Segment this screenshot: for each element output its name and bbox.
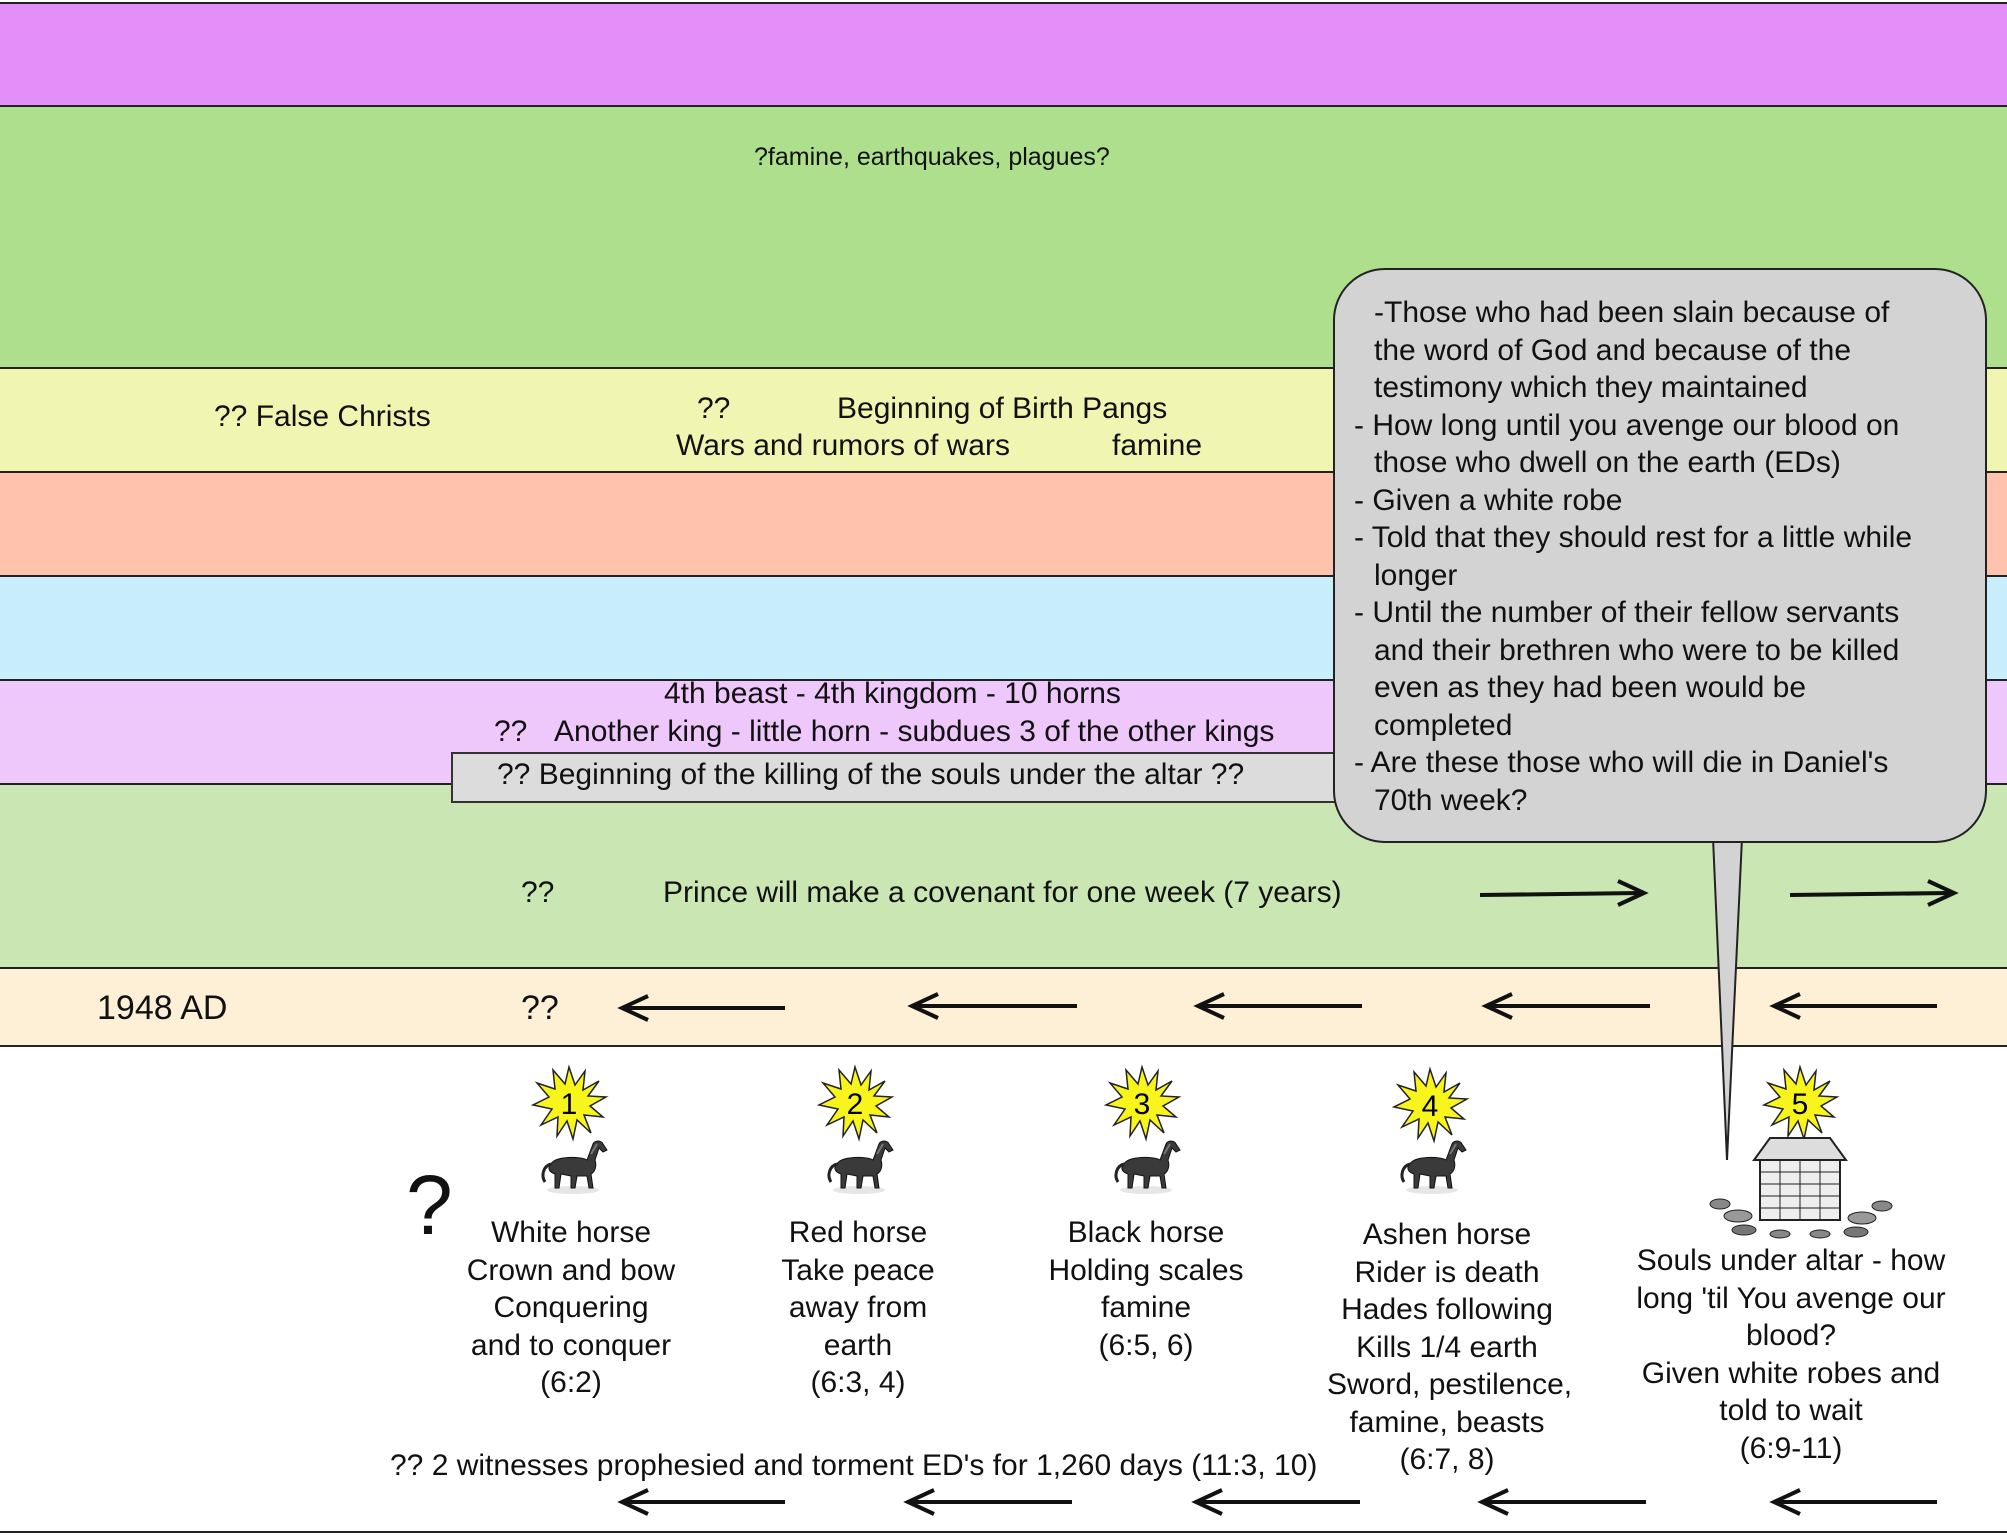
- band-1: [0, 2, 2007, 107]
- seal-4-label: Ashen horse Rider is death Hades followi…: [1327, 1218, 1573, 1476]
- callout-item-4: - Told that they should rest for a littl…: [1354, 521, 1913, 592]
- year-question: ??: [521, 989, 559, 1027]
- wars-text: Wars and rumors of wars: [676, 429, 1010, 462]
- year-band-arrows: [617, 992, 1937, 1022]
- callout-item-3: - Given a white robe: [1354, 483, 1623, 517]
- callout-item-1: -Those who had been slain because of the…: [1374, 296, 1890, 404]
- covenant-text: Prince will make a covenant for one week…: [663, 876, 1342, 909]
- plagues-text: ?famine, earthquakes, plagues?: [754, 143, 1110, 171]
- seal-3-number: 3: [1134, 1088, 1151, 1121]
- covenant-arrows: [1479, 879, 1959, 907]
- bottom-line: [0, 1531, 2007, 1535]
- year-label: 1948 AD: [97, 989, 228, 1027]
- seal-1-label: White horse Crown and bow Conquering and…: [466, 1216, 676, 1399]
- seal-2-label: Red horse Take peace away from earth (6:…: [781, 1216, 935, 1399]
- seal-1-number: 1: [561, 1088, 578, 1121]
- seal-2-number: 2: [847, 1088, 864, 1121]
- souls-callout-text: -Those who had been slain because of the…: [1354, 294, 1974, 819]
- callout-item-2: - How long until you avenge our blood on…: [1354, 408, 1900, 480]
- souls-callout-bubble: [1333, 268, 1987, 843]
- seal-5-number: 5: [1792, 1088, 1809, 1121]
- callout-item-6: - Are these those who will die in Daniel…: [1354, 746, 1889, 817]
- callout-item-5: - Until the number of their fellow serva…: [1354, 596, 1900, 742]
- birth-pangs-text: Beginning of Birth Pangs: [837, 392, 1168, 425]
- big-question-mark: ?: [406, 1158, 453, 1252]
- famine-text: famine: [1112, 429, 1203, 462]
- seal-5-label: Souls under altar - how long 'til You av…: [1636, 1244, 1946, 1465]
- callout-pointer: [1712, 832, 1743, 1161]
- souls-killing-text: ?? Beginning of the killing of the souls…: [497, 758, 1245, 791]
- altar-icon: [1709, 1137, 1893, 1239]
- souls-killing-box: [451, 752, 1354, 803]
- seal-4-number: 4: [1422, 1090, 1439, 1123]
- witness-arrows: [617, 1488, 1937, 1516]
- birth-pangs-question: ??: [697, 392, 731, 425]
- seal-3-horse-icon: [1114, 1139, 1182, 1196]
- fourth-beast-text: 4th beast - 4th kingdom - 10 horns: [664, 677, 1121, 710]
- little-horn-question: ??: [494, 715, 528, 748]
- covenant-question: ??: [521, 876, 555, 909]
- seal-1-horse-icon: [541, 1139, 609, 1196]
- seal-2-horse-icon: [827, 1139, 895, 1196]
- seal-3-label: Black horse Holding scales famine (6:5, …: [1048, 1216, 1244, 1362]
- false-christs-text: ?? False Christs: [214, 400, 431, 433]
- seal-4-horse-icon: [1400, 1139, 1468, 1196]
- witnesses-text: ?? 2 witnesses prophesied and torment ED…: [390, 1449, 1318, 1482]
- little-horn-text: Another king - little horn - subdues 3 o…: [554, 715, 1275, 748]
